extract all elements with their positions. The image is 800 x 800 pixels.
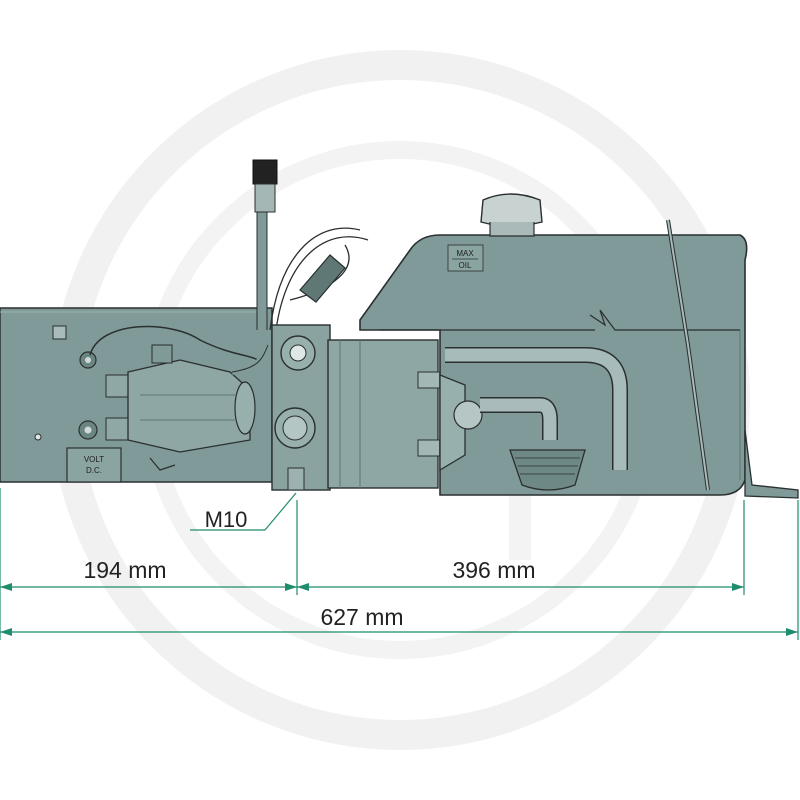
dimension-left-label: 194 mm: [83, 557, 166, 583]
square-stud: [52, 325, 67, 340]
dc-label: D.C.: [86, 466, 102, 475]
filler-cap: [480, 193, 543, 237]
wiring-harness: [89, 210, 369, 375]
valve-block: [327, 339, 443, 489]
dimension-right-label: 396 mm: [452, 557, 535, 583]
max-label: MAX: [456, 249, 474, 258]
mounting-bracket: [744, 429, 799, 499]
oil-label: OIL: [459, 261, 472, 270]
dimension-total-label: 627 mm: [320, 604, 403, 630]
m10-callout: M10: [190, 492, 297, 532]
volt-label: VOLT: [84, 455, 104, 464]
max-oil-marker: MAX OIL: [447, 244, 484, 272]
pump-assembly: [439, 374, 558, 472]
pump-housing: [271, 324, 331, 491]
return-pipe: [445, 347, 628, 470]
m10-bolt: [287, 467, 305, 491]
m10-label: M10: [205, 507, 248, 532]
mount-hole: [34, 433, 42, 441]
oil-level-line: [589, 309, 740, 331]
dimension-lines: [0, 488, 799, 640]
inline-connector: [299, 254, 346, 303]
suction-strainer: [509, 449, 586, 491]
volt-dc-label-plate: VOLT D.C.: [66, 447, 122, 483]
dipstick: [666, 219, 710, 491]
solenoid-starter: [127, 344, 256, 471]
cable-connector: [252, 159, 278, 213]
